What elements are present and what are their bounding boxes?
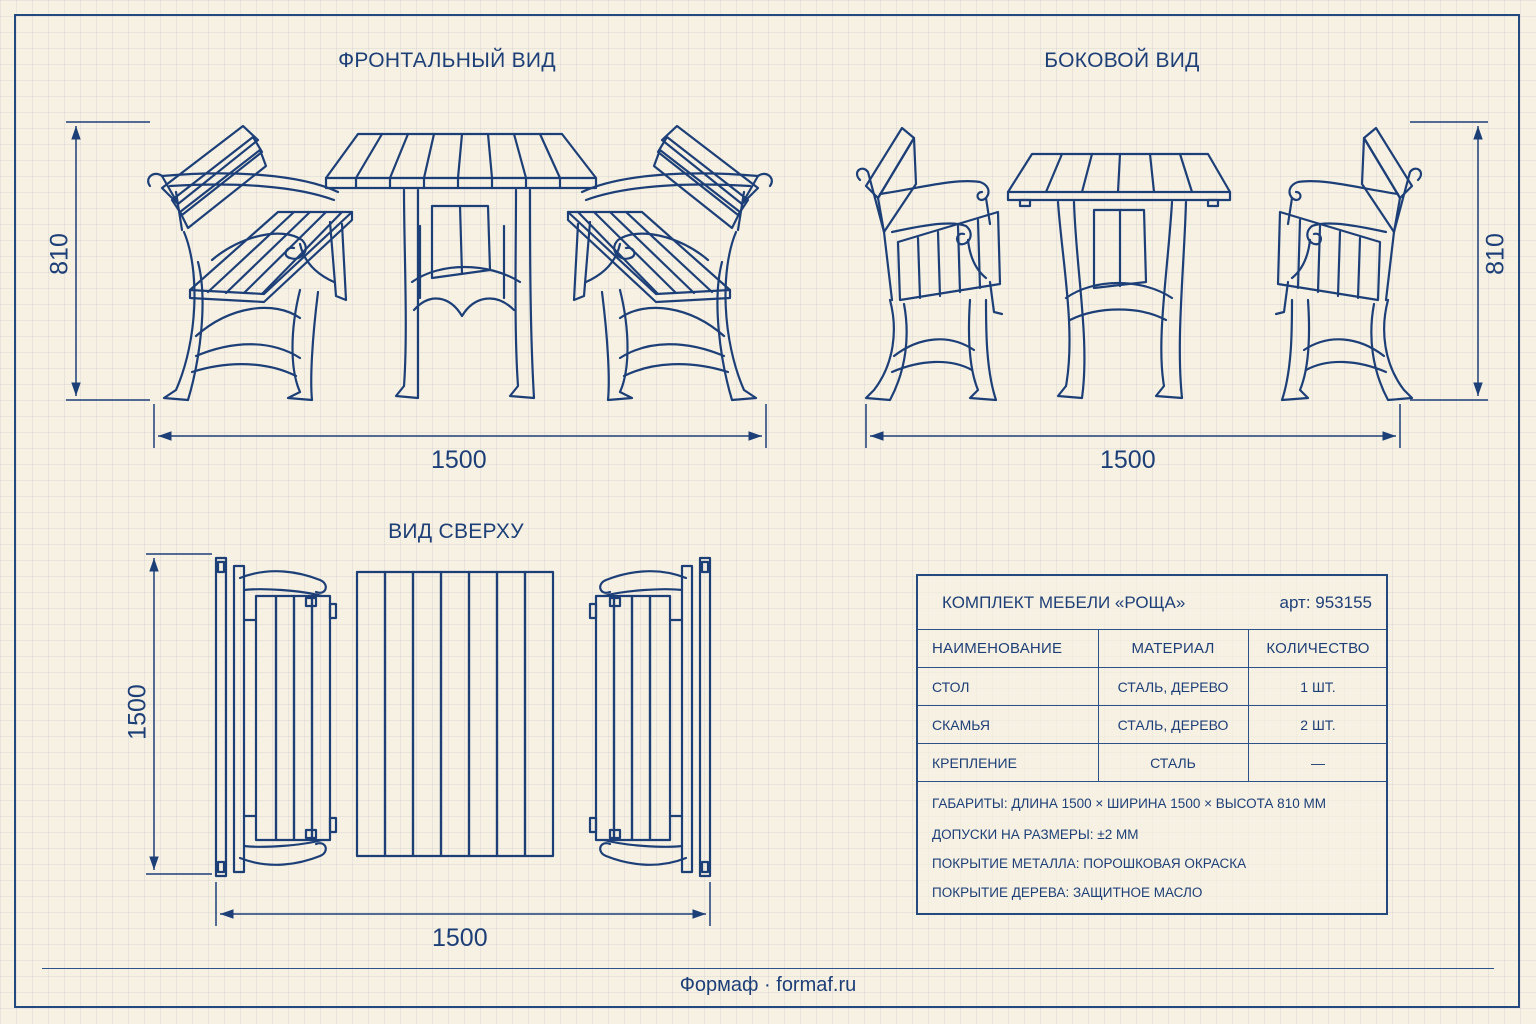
row-material: СТАЛЬ, ДЕРЕВО <box>1117 678 1229 695</box>
table-row: КРЕПЛЕНИЕ СТАЛЬ — <box>918 744 1386 782</box>
header-name: НАИМЕНОВАНИЕ <box>932 640 1063 657</box>
header-quantity: КОЛИЧЕСТВО <box>1266 640 1370 657</box>
front-view-left-bench <box>147 124 354 402</box>
spec-title-row: КОМПЛЕКТ МЕБЕЛИ «РОЩА» арт: 953155 <box>918 576 1386 630</box>
front-view-right-bench <box>566 124 773 402</box>
footer-divider <box>42 968 1494 969</box>
top-depth-label: 1500 <box>123 684 152 740</box>
header-material: МАТЕРИАЛ <box>1131 640 1215 657</box>
top-width-label: 1500 <box>432 924 488 952</box>
side-height-label: 810 <box>1481 233 1510 275</box>
front-width-label: 1500 <box>431 446 487 474</box>
table-row: СТОЛ СТАЛЬ, ДЕРЕВО 1 ШТ. <box>918 668 1386 706</box>
footer-brand: Формаф · formaf.ru <box>679 974 857 996</box>
side-view-title: БОКОВОЙ ВИД <box>1044 49 1200 72</box>
front-view-table <box>326 134 596 398</box>
spec-header-row: НАИМЕНОВАНИЕ МАТЕРИАЛ КОЛИЧЕСТВО <box>918 630 1386 668</box>
top-view-title: ВИД СВЕРХУ <box>388 520 524 543</box>
row-material: СТАЛЬ, ДЕРЕВО <box>1117 716 1229 733</box>
side-width-label: 1500 <box>1100 446 1156 474</box>
row-material: СТАЛЬ <box>1150 754 1196 771</box>
top-view-table <box>357 572 553 856</box>
spec-title: КОМПЛЕКТ МЕБЕЛИ «РОЩА» <box>942 592 1186 612</box>
side-view-right-bench <box>1274 126 1423 402</box>
table-row: СКАМЬЯ СТАЛЬ, ДЕРЕВО 2 ШТ. <box>918 706 1386 744</box>
row-quantity: — <box>1311 754 1325 771</box>
note-dimensions: ГАБАРИТЫ: ДЛИНА 1500 × ШИРИНА 1500 × ВЫС… <box>932 796 1326 811</box>
row-quantity: 1 ШТ. <box>1300 678 1336 695</box>
row-name: КРЕПЛЕНИЕ <box>932 754 1017 771</box>
front-view-title: ФРОНТАЛЬНЫЙ ВИД <box>338 49 556 72</box>
side-view-table <box>1008 154 1230 398</box>
row-name: СКАМЬЯ <box>932 716 990 733</box>
note-metal-coating: ПОКРЫТИЕ МЕТАЛЛА: ПОРОШКОВАЯ ОКРАСКА <box>932 856 1247 871</box>
top-view-left-bench <box>214 556 338 878</box>
top-view-right-bench <box>588 556 712 878</box>
spec-article: арт: 953155 <box>1279 592 1373 612</box>
spec-table: КОМПЛЕКТ МЕБЕЛИ «РОЩА» арт: 953155 НАИМЕ… <box>916 574 1388 915</box>
note-wood-coating: ПОКРЫТИЕ ДЕРЕВА: ЗАЩИТНОЕ МАСЛО <box>932 885 1203 900</box>
front-height-label: 810 <box>45 233 74 275</box>
row-quantity: 2 ШТ. <box>1300 716 1336 733</box>
row-name: СТОЛ <box>932 678 970 695</box>
dimension-lines <box>66 122 1488 926</box>
side-view-left-bench <box>855 126 1004 402</box>
note-tolerance: ДОПУСКИ НА РАЗМЕРЫ: ±2 ММ <box>932 827 1139 842</box>
